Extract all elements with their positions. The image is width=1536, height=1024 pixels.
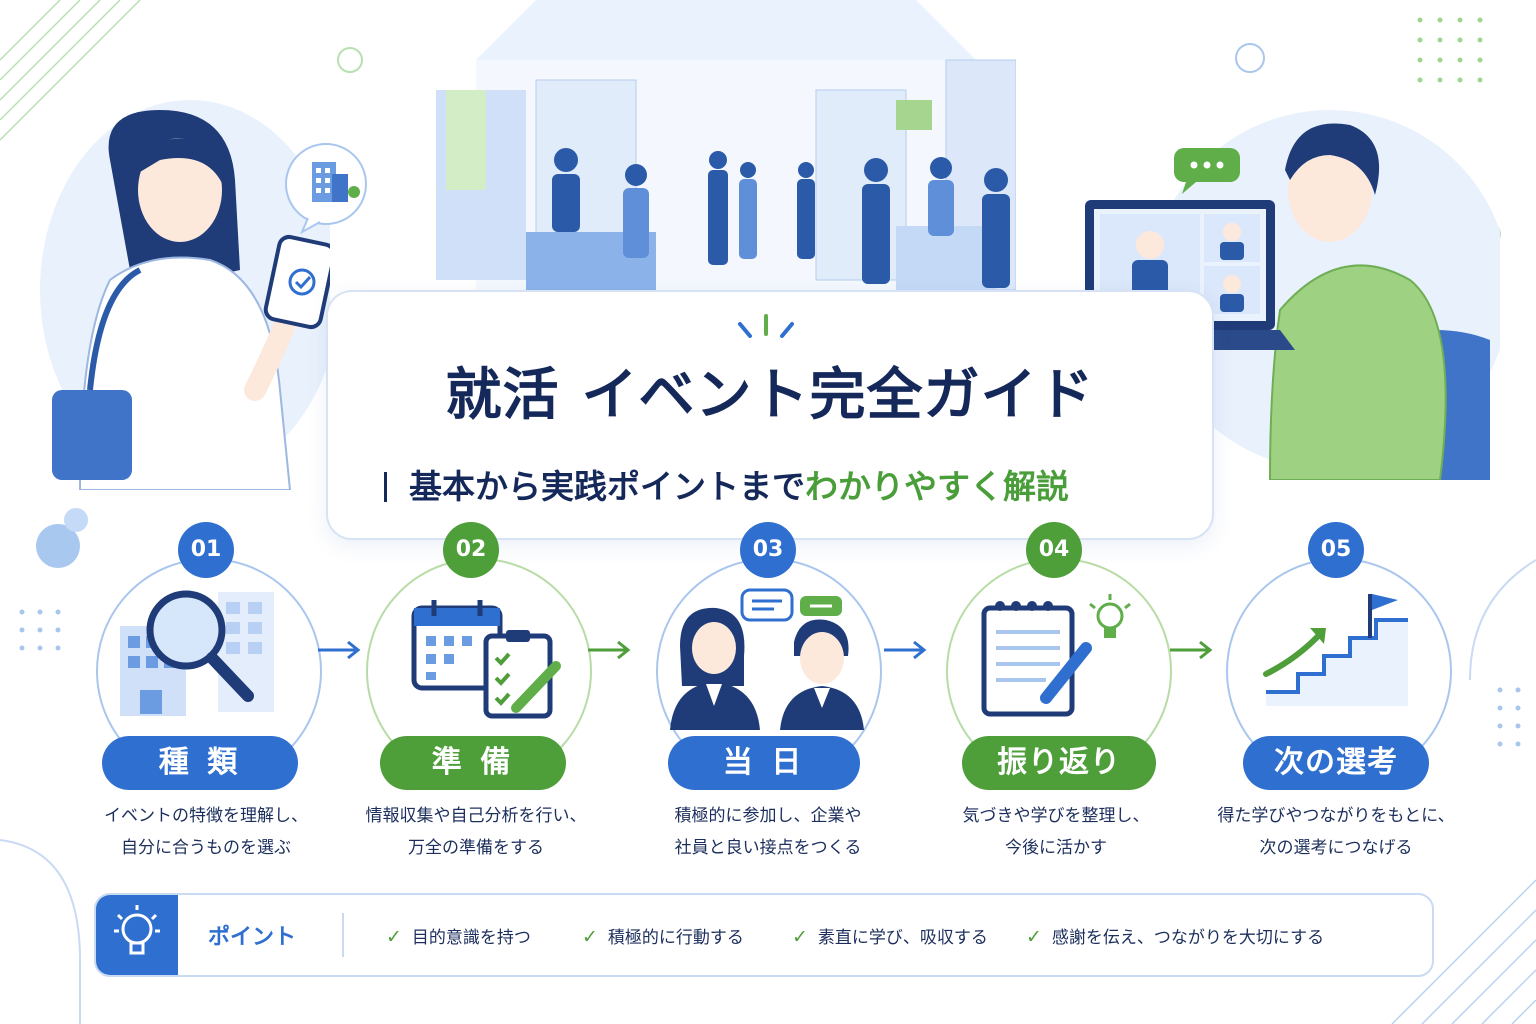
check-icon: ✓ xyxy=(1026,926,1042,948)
arrow-right-icon xyxy=(588,640,631,660)
page-subtitle: 基本から実践ポイントまでわかりやすく解説 xyxy=(384,460,1182,508)
points-divider xyxy=(342,913,344,957)
point-item-1: ✓目的意識を持つ xyxy=(386,926,531,948)
chat-bubble-icon xyxy=(1174,148,1240,194)
conversation-icon xyxy=(670,588,864,730)
point-item-2: ✓積極的に行動する xyxy=(582,926,744,948)
check-icon: ✓ xyxy=(582,926,598,948)
step-4-number: 04 xyxy=(1026,522,1082,578)
points-label: ポイント xyxy=(208,925,297,950)
page-title: 就活イベント完全ガイド xyxy=(328,350,1212,431)
notepad-bulb-icon xyxy=(981,594,1131,717)
point-item-3: ✓素直に学び、吸収する xyxy=(792,926,988,948)
step-1-number: 01 xyxy=(178,522,234,578)
step-1-description: イベントの特徴を理解し、自分に合うものを選ぶ xyxy=(104,806,308,858)
title-part2: イベント完全ガイド xyxy=(581,363,1095,428)
subtitle-accent: わかりやすく解説 xyxy=(805,467,1069,506)
step-3-description: 積極的に参加し、企業や社員と良い接点をつくる xyxy=(674,806,862,858)
calendar-checklist-icon xyxy=(411,600,561,719)
step-5-number: 05 xyxy=(1308,522,1364,578)
step-5-label: 次の選考 xyxy=(1243,736,1429,790)
title-card: 就活イベント完全ガイド 基本から実践ポイントまでわかりやすく解説 xyxy=(326,290,1214,540)
arrow-right-icon xyxy=(318,640,361,660)
step-2-description: 情報収集や自己分析を行い、万全の準備をする xyxy=(365,806,587,858)
step-3-number: 03 xyxy=(740,522,796,578)
step-4-description: 気づきや学びを整理し、今後に活かす xyxy=(962,806,1150,858)
step-2-number: 02 xyxy=(443,522,499,578)
building-speech-bubble-icon xyxy=(285,143,367,235)
point-item-4: ✓感謝を伝え、つながりを大切にする xyxy=(1026,926,1325,948)
arrow-right-icon xyxy=(884,640,927,660)
subtitle-main: 基本から実践ポイントまで xyxy=(409,467,805,506)
title-part1: 就活 xyxy=(445,363,560,428)
points-bar: ポイント ✓目的意識を持つ ✓積極的に行動する ✓素直に学び、吸収する ✓感謝を… xyxy=(94,893,1434,977)
job-fair-hall-illustration xyxy=(436,0,1016,300)
step-4-label: 振り返り xyxy=(962,736,1156,790)
step-5-description: 得た学びやつながりをもとに、次の選考につなげる xyxy=(1217,806,1455,858)
arrow-right-icon xyxy=(1170,640,1213,660)
woman-with-smartphone-illustration xyxy=(40,100,330,490)
step-2-label: 準 備 xyxy=(380,736,566,790)
sparkle-accent-icon xyxy=(738,314,794,338)
step-3-label: 当 日 xyxy=(668,736,860,790)
check-icon: ✓ xyxy=(792,926,808,948)
check-icon: ✓ xyxy=(386,926,402,948)
lightbulb-icon xyxy=(96,895,178,975)
online-interview-man-illustration xyxy=(1080,110,1500,480)
magnifier-building-icon xyxy=(120,590,274,716)
step-1-label: 種 類 xyxy=(102,736,298,790)
stairs-flag-icon xyxy=(1263,594,1408,706)
